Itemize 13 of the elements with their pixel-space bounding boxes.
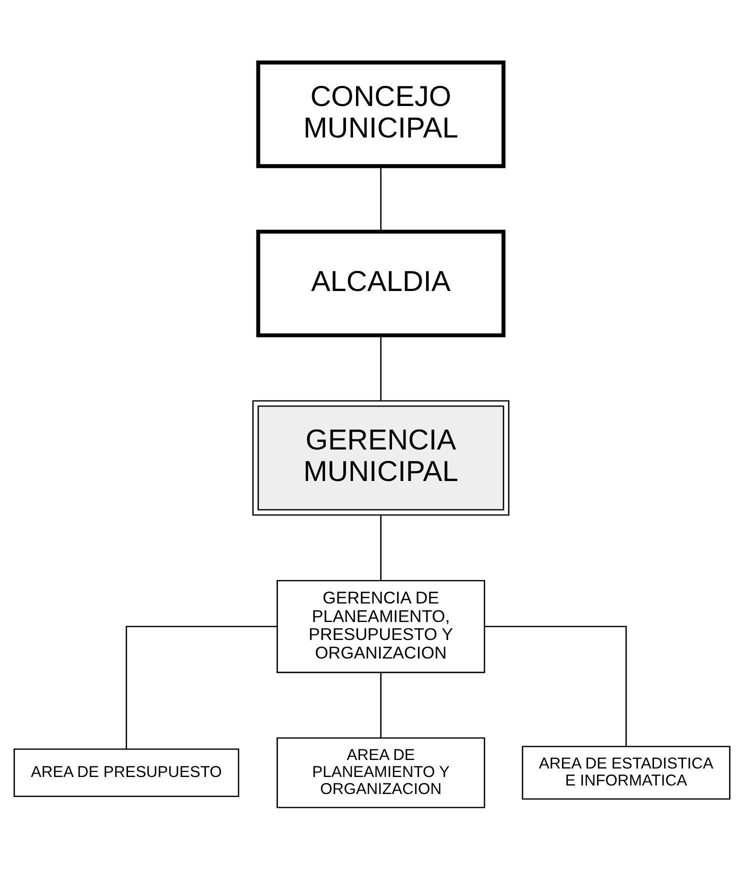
connector — [380, 672, 381, 738]
connector — [380, 335, 381, 400]
connector — [380, 515, 381, 580]
connector — [125, 626, 276, 749]
node-box: GERENCIA MUNICIPAL — [252, 400, 509, 516]
connector — [380, 166, 381, 232]
node-box: ALCALDIA — [256, 230, 505, 338]
node-box: AREA DE PRESUPUESTO — [13, 748, 239, 798]
node-box: CONCEJO MUNICIPAL — [256, 60, 505, 168]
node-box: GERENCIA DE PLANEAMIENTO, PRESUPUESTO Y ORGANIZACION — [276, 580, 485, 674]
node-box: AREA DE ESTADISTICA E INFORMATICA — [521, 746, 730, 800]
node-box: AREA DE PLANEAMIENTO Y ORGANIZACION — [276, 737, 485, 808]
connector — [484, 626, 626, 746]
